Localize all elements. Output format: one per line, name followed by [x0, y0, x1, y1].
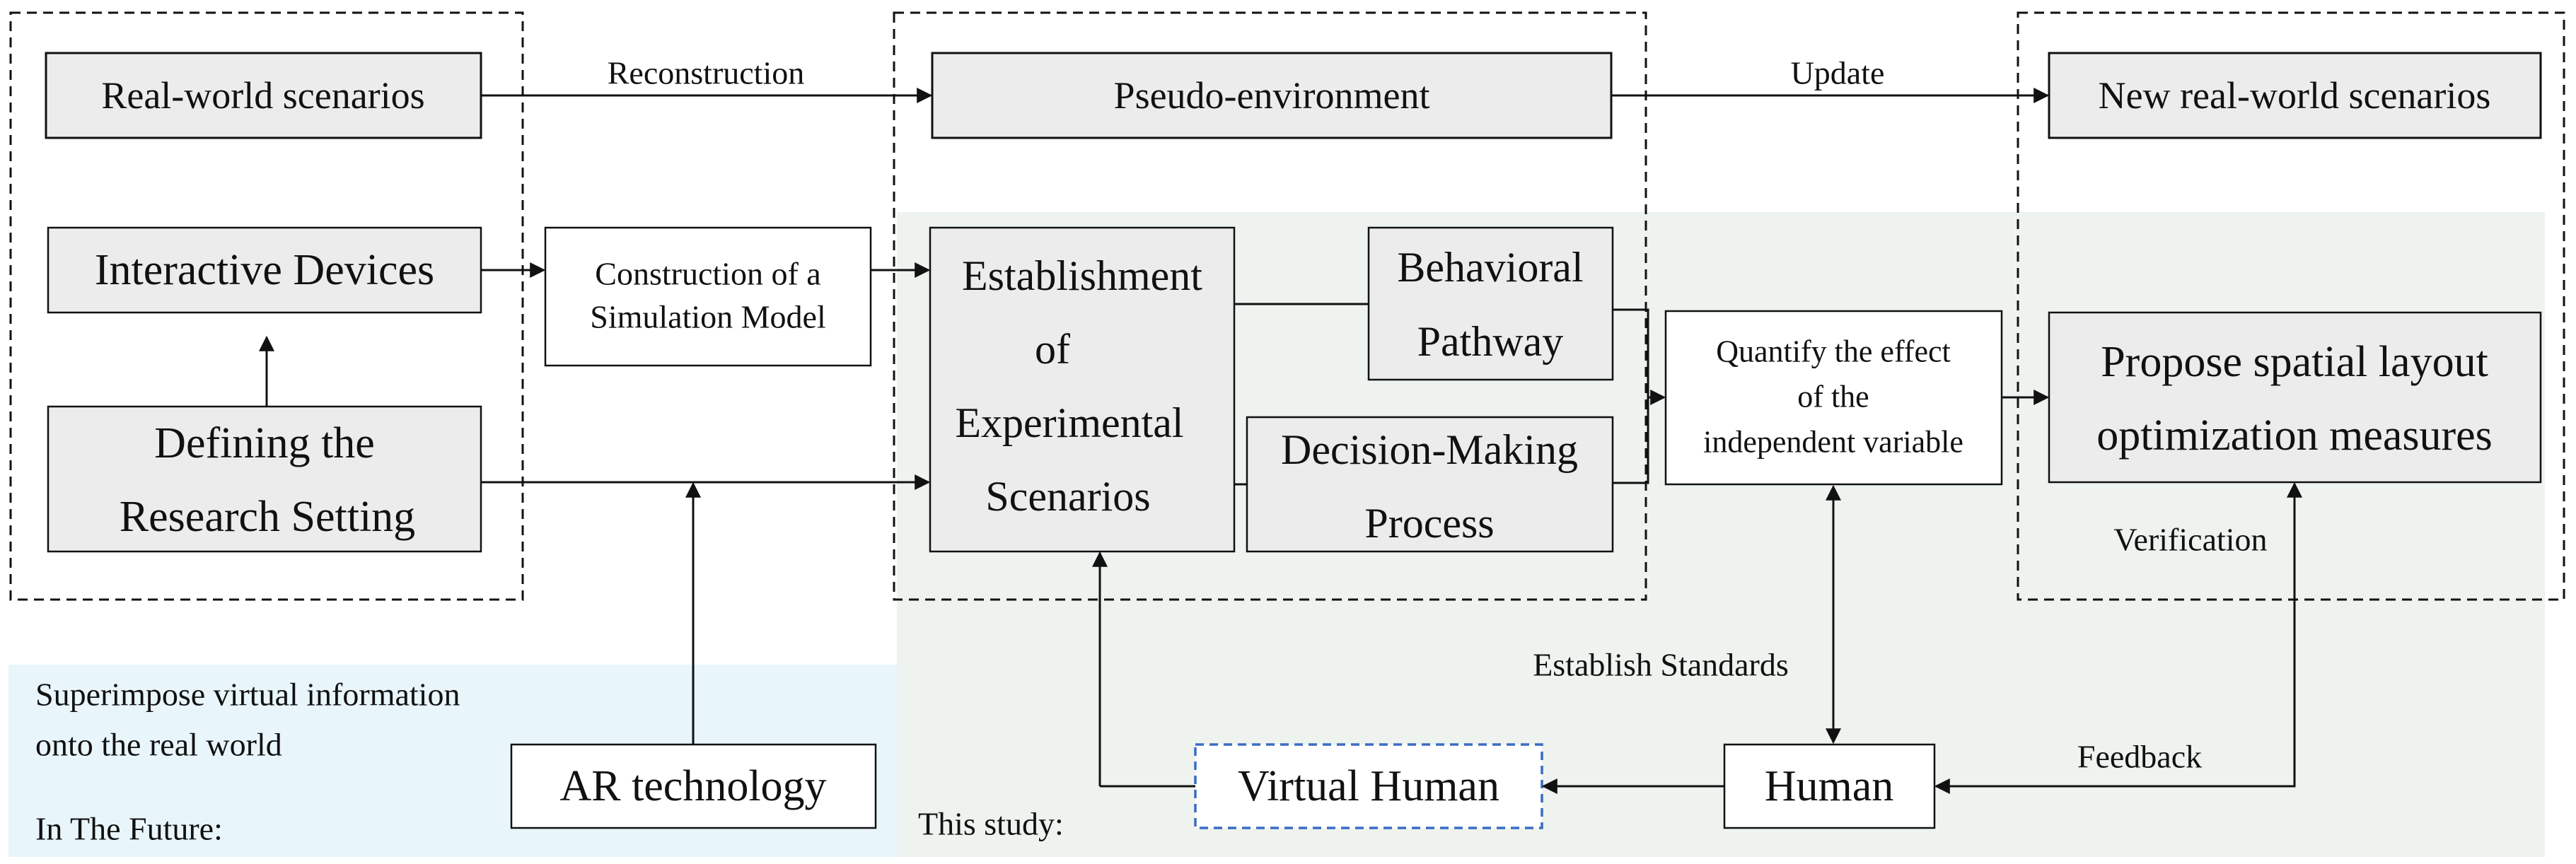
human-label: Human [1765, 762, 1894, 810]
decision-making-label-line2: Process [1364, 500, 1494, 547]
ar-technology-box: AR technology [510, 743, 877, 829]
establishment-label-line1: Establishment [962, 252, 1202, 299]
new-real-world-scenarios-label: New real-world scenarios [2099, 74, 2491, 117]
propose-measures-label-line2: optimization measures [2096, 411, 2493, 460]
simulation-model-label-line2: Simulation Model [590, 299, 826, 335]
arrow-human-propose-feedback [1934, 481, 2302, 794]
behavioral-pathway-label-line2: Pathway [1417, 318, 1564, 365]
propose-measures-label-line1: Propose spatial layout [2101, 338, 2488, 386]
virtual-human-box: Virtual Human [1194, 743, 1543, 829]
interactive-devices-label: Interactive Devices [95, 246, 434, 294]
behavioral-pathway-label-line1: Behavioral [1397, 244, 1583, 291]
virtual-human-label: Virtual Human [1238, 762, 1499, 810]
superimpose-label-line2: onto the real world [35, 727, 282, 763]
pseudo-environment-label: Pseudo-environment [1114, 74, 1430, 117]
edge-label-feedback: Feedback [2077, 739, 2202, 775]
edge-label-reconstruction: Reconstruction [608, 55, 805, 91]
pseudo-environment-group-frame [893, 11, 1647, 601]
ar-technology-label: AR technology [559, 762, 826, 810]
decision-making-box: Decision-Making Process [1246, 416, 1614, 553]
quantify-effect-box: Quantify the effect of the independent v… [1664, 310, 2003, 486]
defining-research-setting-label-line1: Defining the [154, 419, 375, 467]
establishment-label-line3: Experimental [955, 399, 1183, 446]
propose-measures-box: Propose spatial layout optimization meas… [2048, 311, 2542, 484]
defining-research-setting-box: Defining the Research Setting [47, 405, 482, 553]
new-real-world-scenarios-box: New real-world scenarios [2048, 52, 2542, 139]
real-world-group-frame [9, 11, 524, 601]
real-world-scenarios-label: Real-world scenarios [101, 74, 424, 117]
simulation-model-label-line1: Construction of a [595, 256, 820, 292]
real-world-scenarios-box: Real-world scenarios [45, 52, 482, 139]
quantify-effect-label-line1: Quantify the effect [1716, 334, 1950, 369]
this-study-label: This study: [918, 806, 1064, 842]
edge-label-establish-standards: Establish Standards [1533, 647, 1789, 683]
simulation-model-box: Construction of a Simulation Model [544, 226, 872, 367]
human-box: Human [1723, 743, 1936, 829]
interactive-devices-box: Interactive Devices [47, 226, 482, 314]
decision-making-label-line1: Decision-Making [1281, 426, 1578, 473]
edge-label-verification: Verification [2113, 522, 2267, 558]
quantify-effect-label-line3: independent variable [1703, 425, 1963, 460]
in-the-future-label: In The Future: [35, 811, 223, 847]
connectors [259, 88, 2302, 794]
establishment-label-line2: of [1035, 326, 1070, 373]
pseudo-environment-box: Pseudo-environment [931, 52, 1613, 139]
establishment-label-line4: Scenarios [985, 473, 1150, 520]
behavioral-pathway-box: Behavioral Pathway [1367, 226, 1614, 381]
quantify-effect-label-line2: of the [1797, 380, 1869, 414]
superimpose-label-line1: Superimpose virtual information [35, 677, 460, 713]
edge-label-update: Update [1791, 55, 1885, 91]
establishment-box: Establishment of Experimental Scenarios [929, 226, 1236, 553]
defining-research-setting-label-line2: Research Setting [120, 493, 415, 541]
